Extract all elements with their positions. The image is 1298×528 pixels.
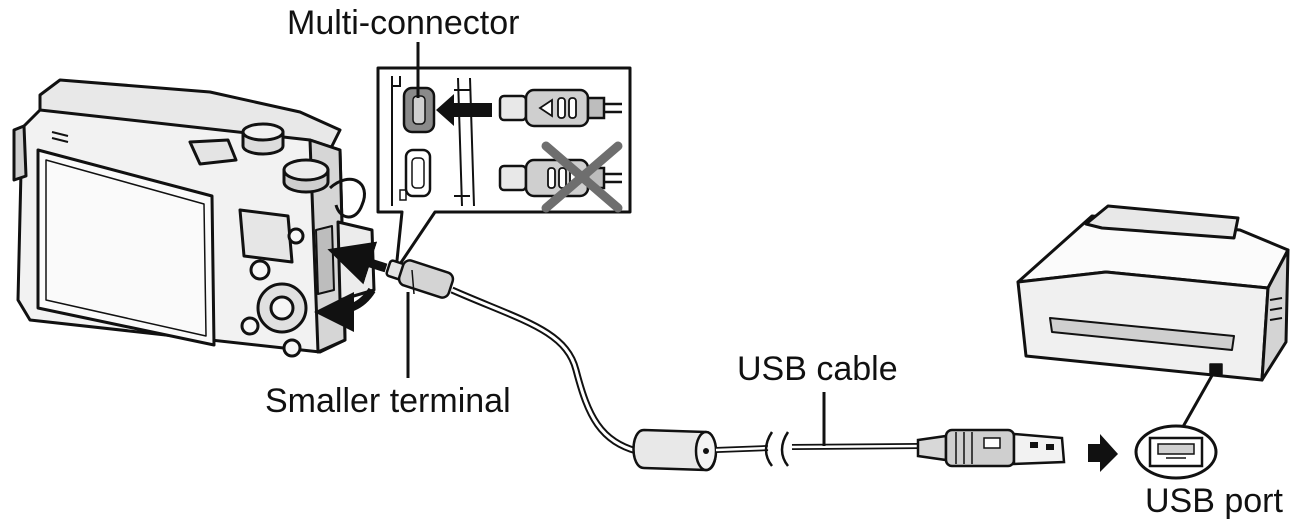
multi-connector-inset xyxy=(376,42,632,272)
smaller-terminal-label: Smaller terminal xyxy=(265,382,511,420)
x-cross-icon xyxy=(541,141,623,213)
usb-port-detail xyxy=(1134,424,1218,480)
small-plug xyxy=(385,259,455,299)
arrow-left-icon xyxy=(436,94,492,126)
usb-cable-label: USB cable xyxy=(737,350,898,388)
usb-a-plug xyxy=(916,428,1066,468)
multi-connector-label: Multi-connector xyxy=(287,4,520,42)
ferrite-core xyxy=(632,428,718,472)
camera xyxy=(12,78,376,358)
arrow-right-icon xyxy=(1088,434,1118,472)
usb-port-label: USB port xyxy=(1145,482,1283,520)
printer xyxy=(1016,204,1290,382)
usb-cable xyxy=(385,259,1066,472)
correct-plug xyxy=(498,88,622,128)
insertion-arrows xyxy=(314,241,388,332)
